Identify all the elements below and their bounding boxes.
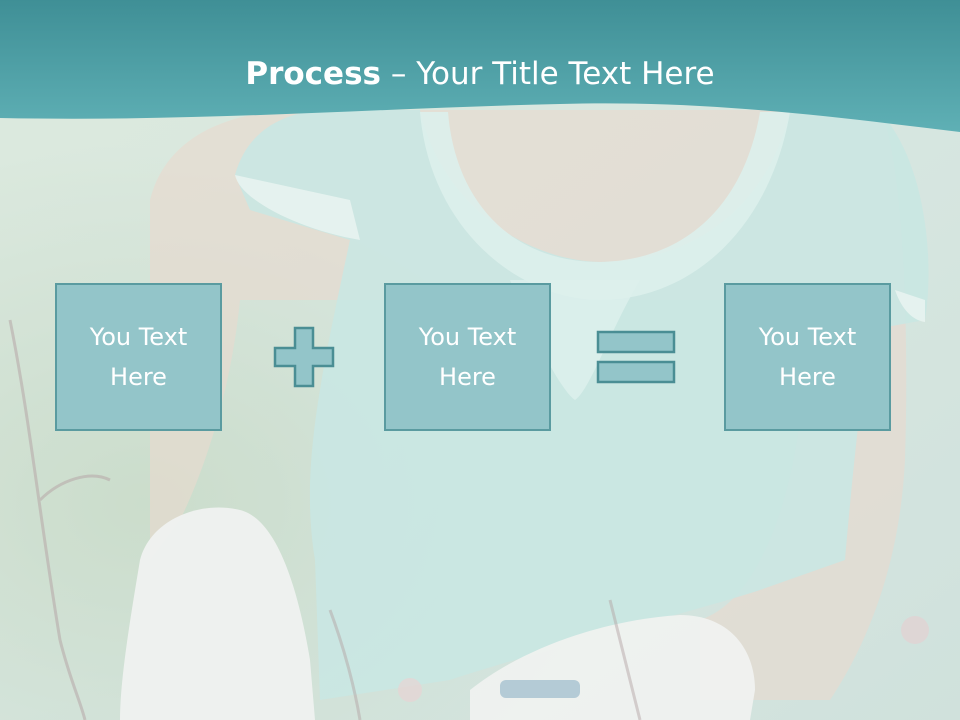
slide-title: Process – Your Title Text Here: [0, 52, 960, 96]
process-box-1[interactable]: You Text Here: [55, 283, 222, 431]
equals-icon: [596, 330, 676, 384]
process-box-3[interactable]: You Text Here: [724, 283, 891, 431]
title-rest: – Your Title Text Here: [381, 56, 715, 92]
process-box-1-text: You Text Here: [89, 323, 188, 391]
process-box-2[interactable]: You Text Here: [384, 283, 551, 431]
title-bold: Process: [245, 56, 381, 92]
process-box-3-text: You Text Here: [758, 323, 857, 391]
plus-icon: [273, 326, 335, 388]
process-box-2-text: You Text Here: [418, 323, 517, 391]
